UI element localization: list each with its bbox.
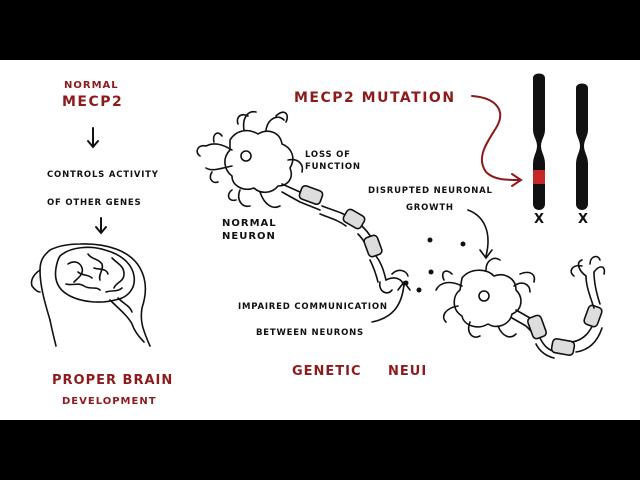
mutation-arrow xyxy=(471,95,523,187)
arrow-down-1 xyxy=(87,127,99,149)
diagram-art xyxy=(30,73,606,359)
normal-neuron-label-2: NEURON xyxy=(222,231,276,242)
neui-label: NEUI xyxy=(388,364,428,379)
normal-neuron-icon xyxy=(196,110,409,294)
arrow-down-2 xyxy=(95,217,107,235)
function-label: FUNCTION xyxy=(305,162,361,172)
genetic-label: GENETIC xyxy=(292,364,362,379)
normal-neuron-label-1: NORMAL xyxy=(222,218,277,229)
normal-label: NORMAL xyxy=(64,80,119,91)
loss-of-label: LOSS OF xyxy=(305,150,351,160)
growth-arrow xyxy=(467,209,493,260)
mecp2-label: MECP2 xyxy=(62,94,124,110)
whiteboard-canvas: NORMAL MECP2 CONTROLS ACTIVITY OF OTHER … xyxy=(0,60,640,420)
communication-arrow xyxy=(371,280,411,323)
controls-activity-label: CONTROLS ACTIVITY xyxy=(47,170,159,180)
between-neurons-label: BETWEEN NEURONS xyxy=(256,328,364,338)
development-label: DEVELOPMENT xyxy=(62,396,157,407)
of-other-genes-label: OF OTHER GENES xyxy=(47,198,142,208)
disrupted-neuron-icon xyxy=(435,255,606,359)
chromosome-x-left: X xyxy=(534,212,546,227)
impaired-communication-label: IMPAIRED COMMUNICATION xyxy=(238,302,388,312)
proper-brain-label: PROPER BRAIN xyxy=(52,373,174,388)
head-with-brain-icon xyxy=(30,243,151,347)
chromosome-x-right: X xyxy=(578,212,590,227)
mecp2-mutation-label: MECP2 MUTATION xyxy=(294,90,456,106)
disrupted-neuronal-label: DISRUPTED NEURONAL xyxy=(368,186,493,196)
chromosome-pair-icon xyxy=(533,73,588,210)
growth-label: GROWTH xyxy=(406,203,454,213)
